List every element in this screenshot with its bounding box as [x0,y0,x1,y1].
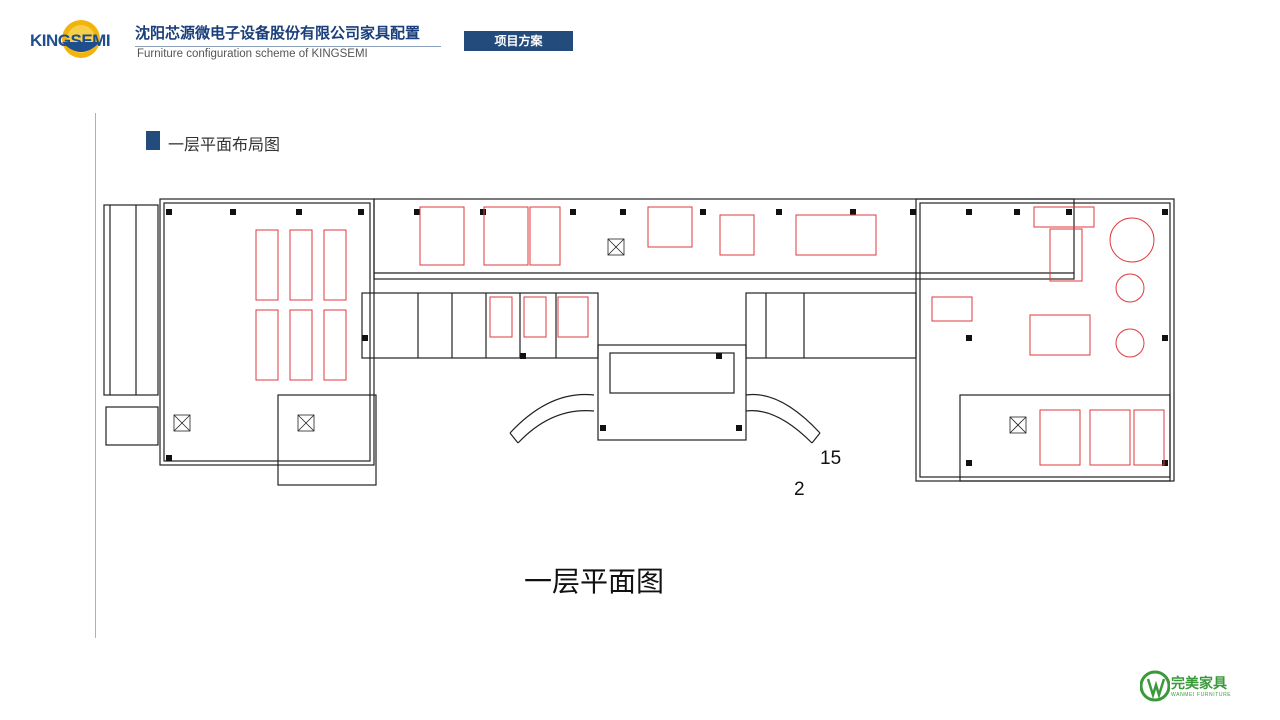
wanmei-furniture-logo: 完美家具 WANMEI FURNITURE [1140,669,1235,705]
project-scheme-badge: 项目方案 [464,31,573,51]
floor-plan-drawing [100,185,1180,495]
plan-dimension-label: 2 [794,479,805,500]
footer-logo-chinese: 完美家具 [1171,676,1227,692]
floor-plan-svg [103,198,1175,486]
leaf-logo-icon [1140,670,1170,702]
logo-wordmark: KINGSEMI [30,31,111,50]
title-divider [135,46,441,47]
kingsemi-logo: KINGSEMI [30,18,132,60]
left-margin-rule [95,113,96,638]
section-marker [146,131,160,150]
page-subtitle: Furniture configuration scheme of KINGSE… [137,48,368,60]
footer-logo-english: WANMEI FURNITURE [1171,692,1232,698]
page-title: 沈阳芯源微电子设备股份有限公司家具配置 [135,24,421,42]
plan-dimension-label: 15 [820,448,842,469]
floor-plan-caption: 一层平面图 [524,565,665,598]
sun-logo-icon [62,20,100,58]
section-heading: 一层平面布局图 [168,135,281,154]
